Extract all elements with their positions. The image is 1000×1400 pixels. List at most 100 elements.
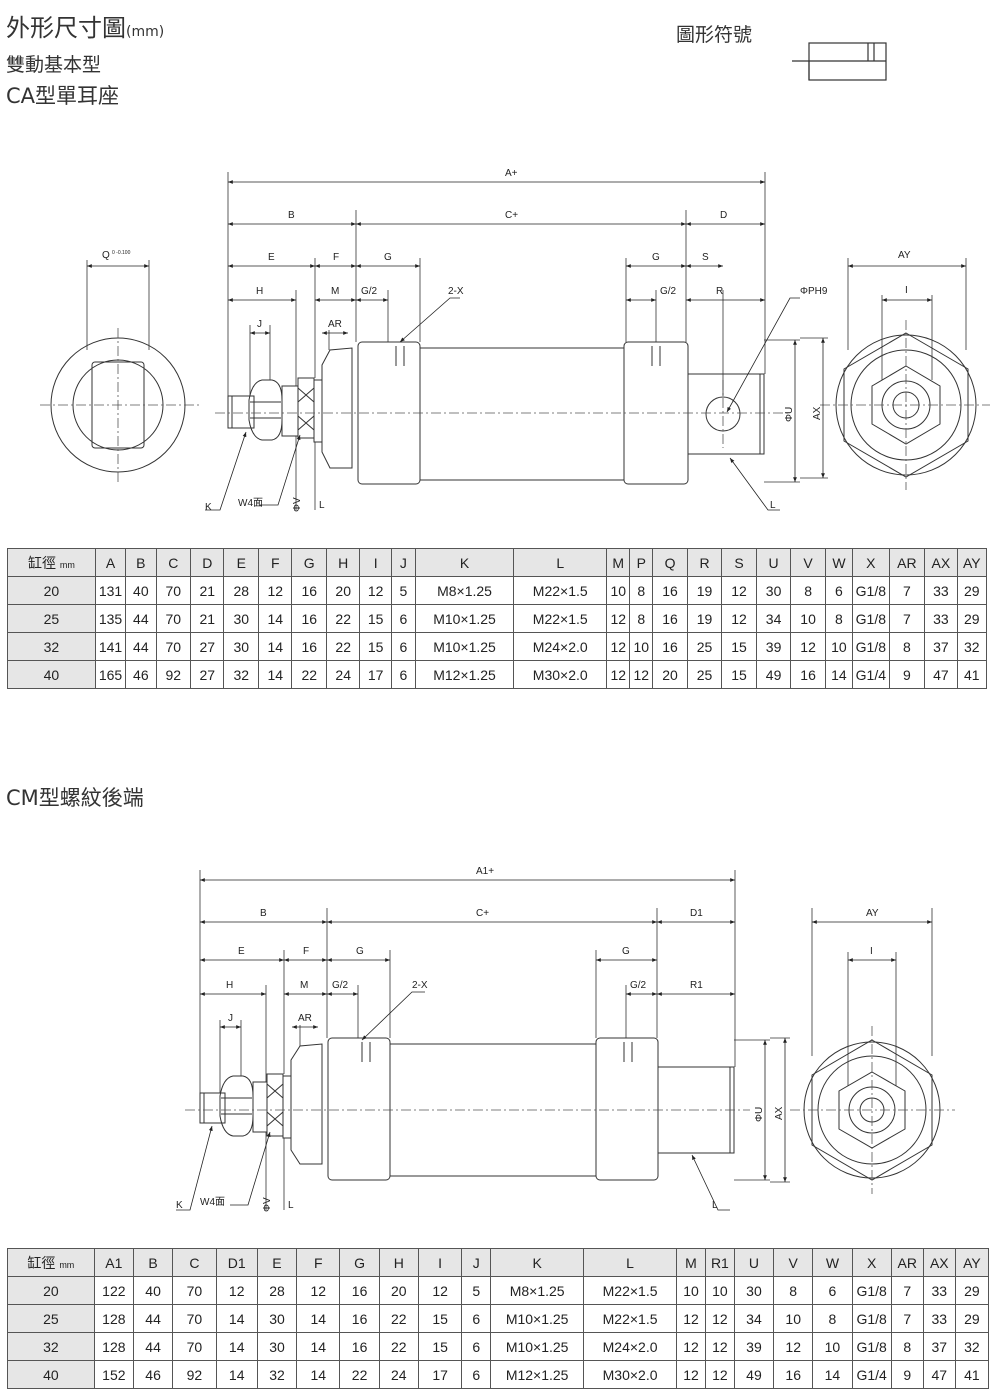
cm-header-cell: V	[773, 1248, 814, 1277]
dim-g: G	[384, 252, 392, 263]
ca-table-cell: 165	[94, 660, 127, 689]
cm-table-cell: M22×1.5	[583, 1304, 678, 1333]
ca-table-cell: G1/8	[852, 576, 890, 605]
ca-table-cell: 15	[359, 604, 392, 633]
section2-heading: CM型螺紋後端	[6, 786, 144, 810]
ca-table-cell: 16	[652, 604, 688, 633]
ca-table-cell: 12	[629, 660, 654, 689]
ca-table-cell: 16	[652, 576, 688, 605]
cm-table-cell: 10	[676, 1276, 706, 1305]
section1-heading: CA型單耳座	[6, 84, 120, 108]
symbol-label: 圖形符號	[676, 24, 753, 46]
ca-table-cell: M12×1.25	[414, 660, 515, 689]
ca-table-cell: 6	[390, 660, 416, 689]
ca-table-cell: 8	[629, 604, 654, 633]
cm-table-cell: 14	[215, 1332, 258, 1361]
cm-type-drawing: A1+ B C+ D1 E F G G H M G/2 2-X G/2 R1 J…	[176, 866, 955, 1212]
ca-leaders	[205, 297, 800, 511]
dim-ph: ΦPH9	[800, 286, 828, 297]
ca-table-cell: 14	[257, 660, 293, 689]
cm-header-cell: F	[296, 1248, 341, 1277]
cm-table-cell: 12	[704, 1360, 735, 1389]
ca-table-cell: 21	[190, 576, 225, 605]
ca-bore-label: 缸徑	[27, 554, 56, 571]
ca-header-cell: P	[629, 548, 654, 577]
ca-bore-unit: mm	[59, 559, 75, 570]
ca-table-cell: 10	[606, 576, 631, 605]
cm-table-cell: 12	[773, 1332, 814, 1361]
ca-table-cell: M10×1.25	[414, 632, 515, 661]
cm-header-cell: J	[461, 1248, 492, 1277]
cm-table-cell: 20	[378, 1276, 419, 1305]
ca-table-cell: 131	[94, 576, 127, 605]
cm-table-cell: 7	[890, 1304, 924, 1333]
cm-table-cell: 33	[922, 1304, 956, 1333]
dim-k2: K	[176, 1200, 183, 1211]
cm-header-cell: I	[417, 1248, 463, 1277]
cm-table-cell: 14	[812, 1360, 853, 1389]
ca-table-cell: 29	[956, 576, 988, 605]
cm-header-cell: L	[583, 1248, 678, 1277]
cm-table-cell: 14	[296, 1332, 341, 1361]
cm-table-cell: 44	[132, 1304, 174, 1333]
cm-table-cell: 8	[812, 1304, 853, 1333]
ca-table-cell: 19	[686, 604, 723, 633]
cm-table-cell: G1/8	[851, 1332, 892, 1361]
dim-g2: G	[356, 946, 364, 957]
cm-table-cell: 32	[954, 1332, 990, 1361]
cm-table-cell: 44	[132, 1332, 174, 1361]
dim-g-rear: G	[652, 252, 660, 263]
cm-table-cell: 70	[172, 1304, 217, 1333]
ca-table-cell: 12	[790, 632, 826, 661]
dim-e: E	[268, 252, 275, 263]
ca-table-cell: 22	[325, 604, 361, 633]
dim-i2: I	[870, 946, 873, 957]
dim-l2-rear: L	[712, 1200, 718, 1211]
ca-table-cell: 16	[291, 576, 327, 605]
cm-table-cell: 5	[461, 1276, 492, 1305]
cm-table-cell: 16	[339, 1276, 380, 1305]
cm-table-cell: 128	[93, 1304, 134, 1333]
cm-table-cell: 34	[733, 1304, 775, 1333]
cm-table-cell: 39	[733, 1332, 775, 1361]
ca-table-cell: M24×2.0	[513, 632, 608, 661]
cm-table-cell: 14	[215, 1360, 258, 1389]
ca-header-cell: L	[513, 548, 608, 577]
ca-header-cell: H	[325, 548, 361, 577]
ca-table-cell: 40	[125, 576, 157, 605]
cm-table-cell: 14	[296, 1360, 341, 1389]
cm-table-cell: 14	[215, 1304, 258, 1333]
dim-v2: ΦV	[262, 1197, 273, 1212]
ca-bore-cell: 32	[7, 632, 96, 661]
dim-ay2: AY	[866, 908, 879, 919]
ca-header-cell: R	[686, 548, 723, 577]
cm-table-cell: 16	[339, 1332, 380, 1361]
ca-header-cell: C	[155, 548, 192, 577]
cm-table-cell: 8	[890, 1332, 924, 1361]
dim-c: C+	[505, 210, 518, 221]
ca-table-cell: 21	[190, 604, 225, 633]
ca-dimension-lines	[87, 180, 966, 482]
ca-table-cell: 12	[721, 576, 757, 605]
cm-table-cell: 22	[378, 1304, 419, 1333]
subtitle: 雙動基本型	[6, 54, 102, 76]
cm-leaders	[176, 991, 730, 1211]
ca-table-cell: 15	[721, 632, 757, 661]
cm-table-cell: 12	[417, 1276, 463, 1305]
ca-table-cell: 9	[888, 660, 926, 689]
dim-r1: R1	[690, 980, 703, 991]
cm-header-cell: E	[256, 1248, 298, 1277]
ca-bore-cell: 40	[7, 660, 96, 689]
cm-table-cell: 33	[922, 1276, 956, 1305]
cm-table-cell: 12	[704, 1304, 735, 1333]
dim-b: B	[288, 210, 295, 221]
cm-header-cell: H	[378, 1248, 419, 1277]
cm-table-cell: M30×2.0	[583, 1360, 678, 1389]
cm-dimension-lines	[200, 878, 932, 1182]
dim-u: ΦU	[784, 407, 795, 422]
dim-q-tol: 0 -0.100	[112, 250, 131, 256]
ca-table-cell: 10	[629, 632, 654, 661]
